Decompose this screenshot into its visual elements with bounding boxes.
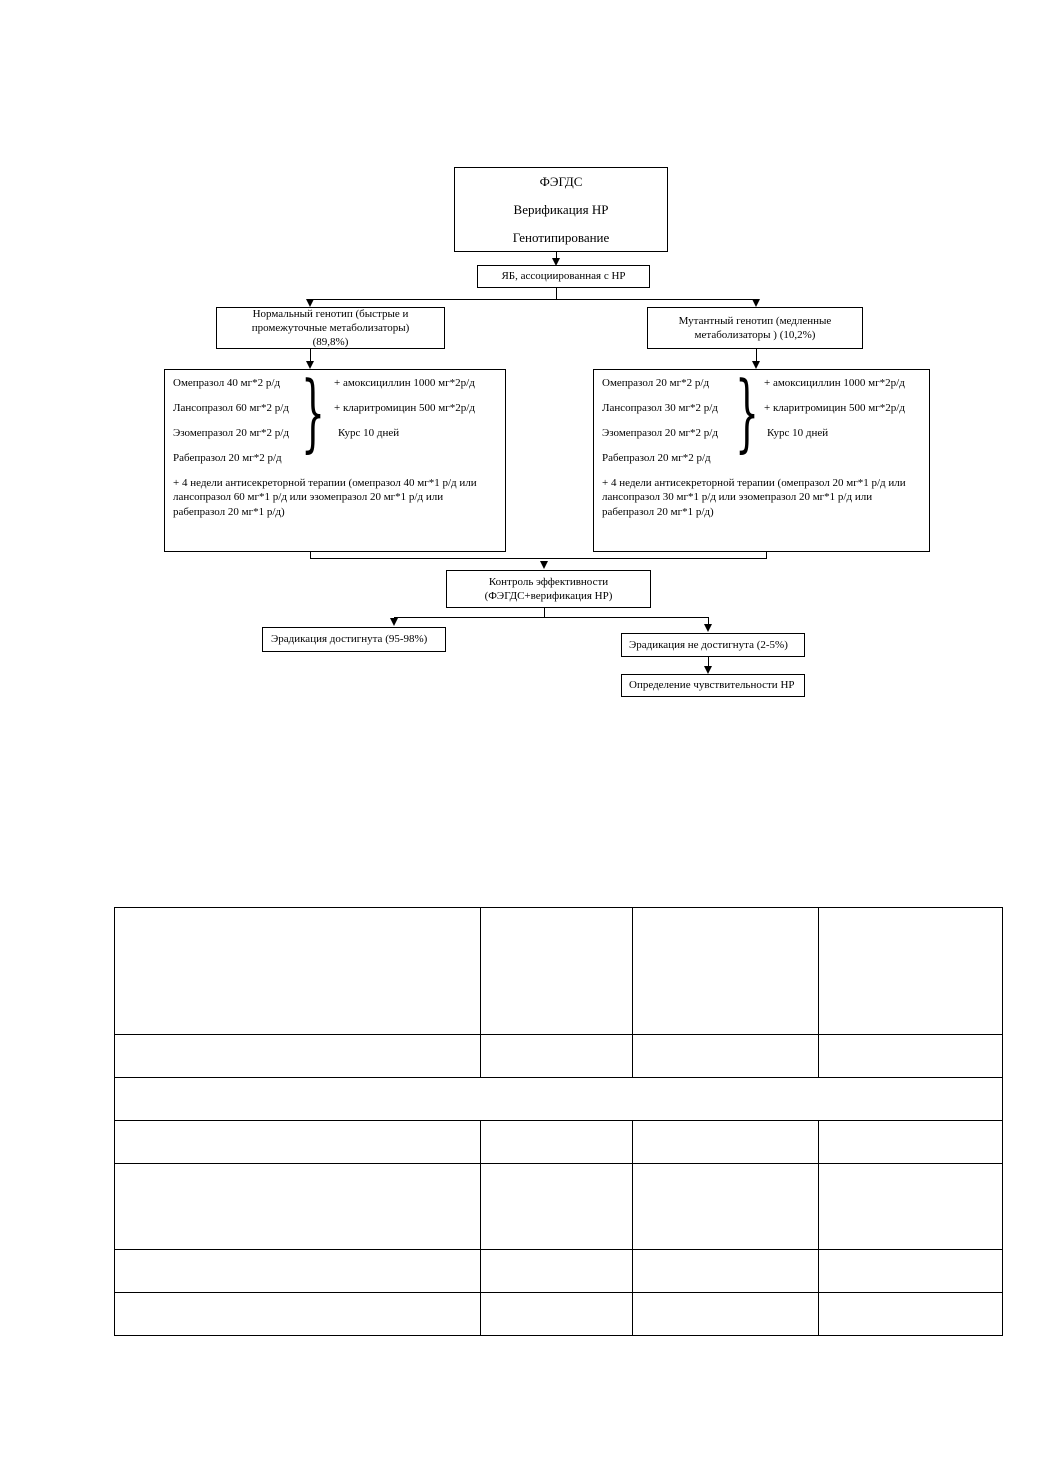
arrow-down-icon [390,618,398,626]
yab-label: ЯБ, ассоциированная с НР [501,270,626,283]
table-cell [114,1163,481,1250]
course-duration: Курс 10 дней [767,427,829,439]
table-cell [114,1120,481,1164]
table-cell [114,1292,481,1336]
connector [766,551,767,559]
fegds-label: ФЭГДС [539,174,583,189]
connector [556,287,557,300]
table-cell [114,1077,1003,1121]
table-cell [818,907,1003,1035]
table-cell [818,1034,1003,1078]
table-cell [632,1163,819,1250]
yab-box: ЯБ, ассоциированная с НР [477,265,650,288]
connector [556,251,557,259]
arrow-down-icon [306,361,314,369]
table-row [114,907,1003,1035]
normal-genotype-box: Нормальный генотип (быстрые и промежуточ… [216,307,445,349]
connector [310,299,757,300]
brace-icon: } [735,363,760,461]
table-row [114,1249,1003,1293]
control-subtitle: (ФЭГДС+верификация НР) [484,590,613,602]
add-amoxicillin: + амоксициллин 1000 мг*2р/д [334,377,475,389]
table-cell [818,1249,1003,1293]
fegds-box: ФЭГДС Верификация НР Генотипирование [454,167,668,252]
table-cell [480,1163,633,1250]
drug-omeprazole: Омепразол 40 мг*2 р/д [173,377,281,389]
table-cell [114,1249,481,1293]
arrow-down-icon [704,666,712,674]
table-cell [818,1120,1003,1164]
drug-rabeprazole: Рабепразол 20 мг*2 р/д [173,452,282,464]
connector [310,551,311,559]
add-clarithromycin: + кларитромицин 500 мг*2р/д [764,402,905,414]
table-row [114,1163,1003,1250]
drug-omeprazole: Омепразол 20 мг*2 р/д [602,377,710,389]
drug-rabeprazole: Рабепразол 20 мг*2 р/д [602,452,711,464]
table-cell [480,907,633,1035]
table-cell [114,1034,481,1078]
eradicated-box: Эрадикация достигнута (95-98%) [262,627,446,652]
table-cell [480,1034,633,1078]
not-eradicated-label: Эрадикация не достигнута (2-5%) [629,638,788,651]
table-cell [632,1249,819,1293]
table-row [114,1034,1003,1078]
connector [756,348,757,362]
table-cell [480,1120,633,1164]
connector [708,617,709,625]
antisecretory-therapy-text: + 4 недели антисекреторной терапии (омеп… [173,477,477,518]
mutant-genotype-box: Мутантный генотип (медленные метаболизат… [647,307,863,349]
arrow-down-icon [704,624,712,632]
mutant-therapy-box: Омепразол 20 мг*2 р/д Лансопразол 30 мг*… [593,369,930,552]
connector [394,617,709,618]
table-row [114,1120,1003,1164]
empty-table [114,907,1003,1336]
connector [310,558,767,559]
drug-esomeprazole: Эзомепразол 20 мг*2 р/д [173,427,289,439]
brace-icon: } [301,363,326,461]
table-row [114,1292,1003,1336]
genotyping-label: Генотипирование [512,230,610,245]
drug-lansoprazole: Лансопразол 60 мг*2 р/д [173,402,289,414]
control-title: Контроль эффективности [488,575,609,588]
eradicated-label: Эрадикация достигнута (95-98%) [271,633,428,646]
mutant-genotype-label: Мутантный генотип (медленные метаболизат… [678,314,832,341]
add-clarithromycin: + кларитромицин 500 мг*2р/д [334,402,475,414]
arrow-down-icon [752,361,760,369]
arrow-down-icon [552,258,560,266]
table-cell [632,1034,819,1078]
arrow-down-icon [306,299,314,307]
table-cell [632,1292,819,1336]
arrow-down-icon [540,561,548,569]
connector [708,656,709,667]
sensitivity-box: Определение чувствительности НР [621,674,805,697]
not-eradicated-box: Эрадикация не достигнута (2-5%) [621,633,805,657]
connector [544,607,545,618]
course-duration: Курс 10 дней [338,427,400,439]
drug-esomeprazole: Эзомепразол 20 мг*2 р/д [602,427,718,439]
table-cell [818,1163,1003,1250]
control-box: Контроль эффективности (ФЭГДС+верификаци… [446,570,651,608]
table-cell [480,1249,633,1293]
normal-genotype-label: Нормальный генотип (быстрые и промежуточ… [251,307,410,349]
add-amoxicillin: + амоксициллин 1000 мг*2р/д [764,377,905,389]
table-row [114,1077,1003,1121]
arrow-down-icon [752,299,760,307]
table-cell [480,1292,633,1336]
antisecretory-therapy-text: + 4 недели антисекреторной терапии (омеп… [602,477,906,518]
table-cell [632,1120,819,1164]
table-cell [818,1292,1003,1336]
table-cell [114,907,481,1035]
normal-therapy-box: Омепразол 40 мг*2 р/д Лансопразол 60 мг*… [164,369,506,552]
hp-verification-label: Верификация НР [513,202,609,217]
drug-lansoprazole: Лансопразол 30 мг*2 р/д [602,402,718,414]
sensitivity-label: Определение чувствительности НР [629,679,795,692]
table-cell [632,907,819,1035]
connector [310,348,311,362]
